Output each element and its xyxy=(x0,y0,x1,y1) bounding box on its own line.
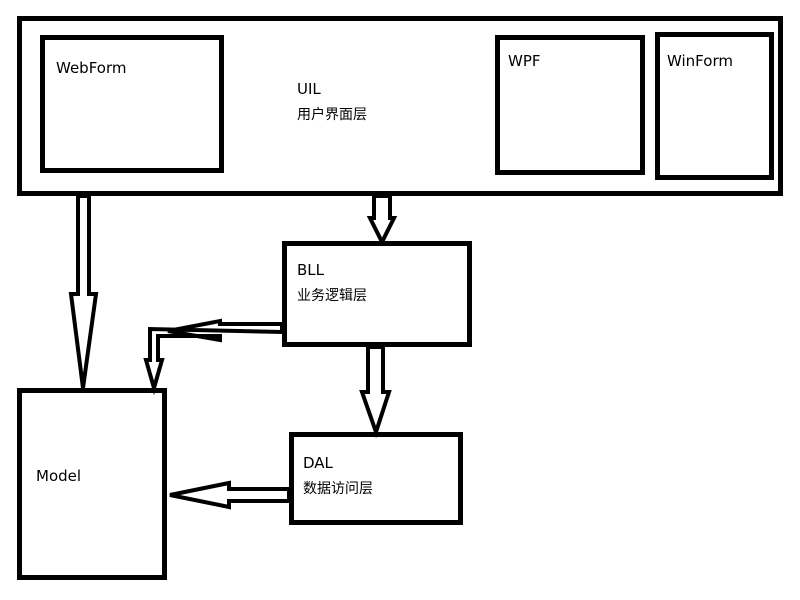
webform-label: WebForm xyxy=(56,59,127,77)
bll-title: BLL xyxy=(297,261,325,279)
dal-subtitle: 数据访问层 xyxy=(303,481,373,497)
bll-subtitle: 业务逻辑层 xyxy=(297,288,367,304)
arrow-bll-to-dal xyxy=(359,345,392,439)
arrow-uil-to-bll xyxy=(366,194,398,247)
winform-box xyxy=(655,32,774,180)
uil-title: UIL xyxy=(297,80,321,98)
arrow-dal-to-model xyxy=(169,480,291,510)
webform-box xyxy=(40,35,224,173)
dal-layer-box xyxy=(289,432,463,525)
winform-label: WinForm xyxy=(667,52,733,70)
arrow-uil-to-model xyxy=(68,194,99,389)
model-box xyxy=(17,388,167,580)
arrow-bll-to-model xyxy=(143,318,284,396)
model-label: Model xyxy=(36,467,82,485)
bll-layer-box xyxy=(282,241,472,347)
dal-title: DAL xyxy=(303,454,333,472)
wpf-label: WPF xyxy=(508,52,541,70)
uil-subtitle: 用户界面层 xyxy=(297,107,367,123)
wpf-box xyxy=(495,35,645,175)
